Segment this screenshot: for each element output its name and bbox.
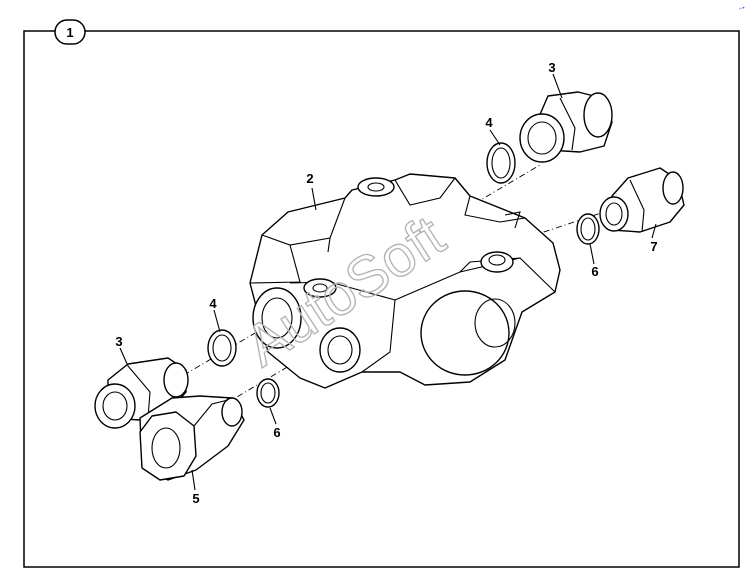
o-ring-part-4-left [207,329,237,367]
fitting-part-3-top [519,91,613,163]
callout-3-left: 3 [115,334,122,349]
callout-5: 5 [192,491,199,506]
callout-3-top: 3 [548,60,555,75]
o-ring-part-6-left [256,378,280,408]
callout-4-left: 4 [209,296,217,311]
callout-6-right: 6 [591,264,598,279]
nut-fitting-part-5 [139,395,245,481]
fitting-part-7-right [599,167,685,233]
callout-2: 2 [306,171,313,186]
figure-badge-number: 1 [66,25,73,40]
callout-4-top: 4 [485,115,493,130]
callout-7: 7 [650,239,657,254]
corner-mark: ⌐• [739,6,745,12]
figure-badge: 1 [54,19,86,45]
o-ring-part-6-right [576,213,600,245]
o-ring-part-4-top [486,142,516,184]
callout-6-left: 6 [273,425,280,440]
valve-body-part-2 [249,173,561,389]
diagram-frame [23,30,740,568]
callout-numbers: 2 3 4 7 6 4 3 6 5 [115,60,657,506]
leader-lines [119,73,657,491]
